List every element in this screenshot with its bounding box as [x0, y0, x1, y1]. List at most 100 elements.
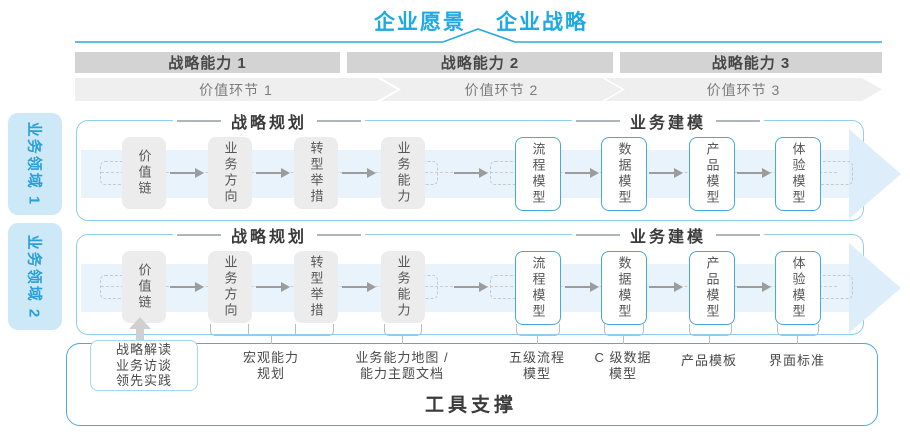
section-title-text: 业务建模 [629, 229, 707, 246]
node-experience-model: 体验模型 [775, 137, 821, 211]
node-product-model: 产品模型 [689, 251, 735, 325]
annotation-line: C 级数据 [594, 350, 652, 365]
capability-bar-3: 战略能力 3 [620, 52, 882, 73]
value-link-2-label: 价值环节 2 [464, 81, 539, 98]
annotation-capability-map: 业务能力地图 / 能力主题文档 [355, 350, 448, 383]
title-flank-line [716, 120, 761, 122]
value-link-chevron-1: 价值环节 1 [75, 78, 397, 101]
section-title-strategic-planning: 战略规划 [172, 109, 366, 133]
bracket-capability-map [384, 324, 422, 336]
annotation-c-level-data: C 级数据 模型 [594, 350, 651, 383]
flow-arrow [256, 282, 290, 291]
annotation-line: 界面标准 [768, 353, 826, 368]
node-label: 流程模型 [530, 256, 546, 320]
flow-band-arrowhead [849, 129, 901, 219]
bracket-process-model [516, 324, 560, 336]
node-transformation-initiatives: 转型举措 [294, 251, 338, 323]
header-titles: 企业愿景 企业战略 [374, 6, 588, 36]
node-label: 体验模型 [790, 142, 806, 206]
flow-arrow [342, 168, 376, 177]
capability-bar-1-label: 战略能力 1 [168, 55, 247, 72]
node-label: 产品模型 [704, 142, 720, 206]
node-business-capability: 业务能力 [381, 137, 425, 209]
bracket-data-model [604, 324, 644, 336]
bracket-leg [295, 324, 296, 334]
bracket-stem [402, 335, 403, 344]
flow-band-arrowhead [849, 243, 901, 333]
bracket-stem [797, 335, 798, 344]
annotation-line: 产品模板 [680, 353, 738, 368]
node-label: 价值链 [136, 149, 152, 197]
node-value-chain: 价值链 [122, 137, 166, 209]
section-title-text: 战略规划 [230, 229, 308, 246]
bracket-ui-standard [777, 324, 819, 336]
node-product-model: 产品模型 [689, 137, 735, 211]
node-label: 价值链 [136, 263, 152, 311]
node-data-model: 数据模型 [601, 137, 647, 211]
section-title-business-modeling: 业务建模 [571, 109, 765, 133]
bracket-stem [709, 335, 710, 344]
section-title-text: 战略规划 [230, 115, 308, 132]
bracket-product-template [689, 324, 732, 336]
bracket-macro-capability [210, 324, 334, 336]
domain-1-row: 价值链 业务方向 转型举措 业务能力 流程模型 数据模型 产品模型 体验模型 战… [76, 109, 901, 221]
bracket-stem [271, 335, 272, 344]
enterprise-strategy-title: 企业战略 [496, 11, 588, 34]
capability-bar-3-label: 战略能力 3 [711, 55, 791, 72]
bracket-stem [623, 335, 624, 344]
annotation-line: 能力主题文档 [359, 366, 445, 382]
practice-line: 业务访谈 [115, 357, 172, 373]
section-title-strategic-planning: 战略规划 [172, 223, 366, 247]
annotation-line: 五级流程 [508, 350, 566, 365]
node-label: 业务能力 [395, 255, 411, 319]
tool-support-container [66, 343, 878, 426]
flow-arrow [565, 168, 599, 177]
practice-annotation-box: 战略解读 业务访谈 领先实践 [90, 340, 198, 391]
annotation-line: 业务能力地图 / [355, 350, 449, 365]
node-experience-model: 体验模型 [775, 251, 821, 325]
business-domain-2-label: 业务领域 2 [25, 234, 43, 319]
capability-bar-2-label: 战略能力 2 [440, 55, 520, 72]
node-label: 业务方向 [222, 141, 238, 205]
flow-arrow [342, 282, 376, 291]
section-title-business-modeling: 业务建模 [571, 223, 765, 247]
annotation-ui-standard: 界面标准 [769, 353, 825, 369]
node-business-direction: 业务方向 [208, 251, 252, 323]
node-process-model: 流程模型 [515, 251, 561, 325]
title-flank-line [575, 120, 620, 122]
node-label: 业务方向 [222, 255, 238, 319]
value-link-3-label: 价值环节 3 [706, 81, 781, 98]
flow-arrow [737, 282, 771, 291]
node-label: 转型举措 [308, 255, 324, 319]
title-flank-line [176, 120, 221, 122]
annotation-level5-process: 五级流程 模型 [509, 350, 565, 383]
tool-support-title: 工具支撑 [424, 395, 517, 416]
node-data-model: 数据模型 [601, 251, 647, 325]
value-link-chevron-3: 价值环节 3 [605, 78, 882, 101]
node-label: 产品模型 [704, 256, 720, 320]
title-flank-line [575, 234, 620, 236]
practice-line: 领先实践 [115, 373, 172, 389]
annotation-line: 模型 [608, 366, 638, 382]
section-title-text: 业务建模 [629, 115, 707, 132]
value-link-1-label: 价值环节 1 [199, 81, 273, 98]
flow-arrow [170, 168, 204, 177]
title-flank-line [317, 120, 362, 122]
flow-arrow [256, 168, 290, 177]
capability-bar-2: 战略能力 2 [347, 52, 613, 73]
node-label: 流程模型 [530, 142, 546, 206]
flow-arrow [649, 282, 683, 291]
node-transformation-initiatives: 转型举措 [294, 137, 338, 209]
practice-line: 战略解读 [115, 342, 172, 358]
flow-arrow [737, 168, 771, 177]
bracket-leg [248, 324, 249, 334]
enterprise-vision-title: 企业愿景 [374, 11, 466, 34]
node-business-capability: 业务能力 [381, 251, 425, 323]
annotation-line: 模型 [522, 366, 552, 382]
flow-arrow [565, 282, 599, 291]
annotation-line: 宏观能力 [242, 350, 300, 365]
business-domain-2-tab: 业务领域 2 [8, 223, 62, 330]
title-flank-line [716, 234, 761, 236]
node-label: 数据模型 [616, 256, 632, 320]
